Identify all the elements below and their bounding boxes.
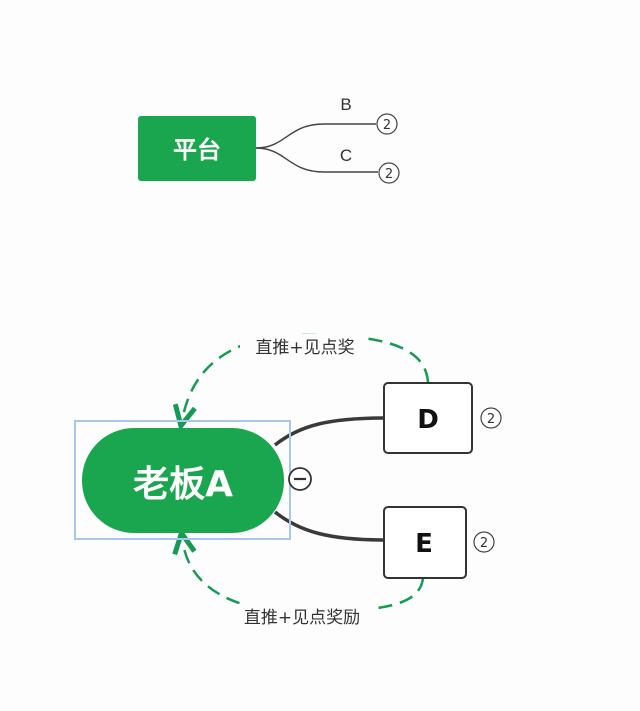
relation-label-d[interactable]: 直推+见点奖 (255, 338, 354, 358)
child-node-d[interactable] (383, 382, 473, 454)
connector-b (255, 123, 376, 149)
child-node-e-label: E (415, 529, 433, 559)
connector-e (273, 510, 386, 542)
branch-c-count: 2 (385, 167, 393, 182)
root-node-platform[interactable] (138, 116, 256, 181)
child-node-d-label: D (417, 405, 439, 435)
child-e-count: 2 (480, 536, 488, 551)
bottom-tree: 直推+见点奖 直推+见点奖励 老板A D 2 E 2 (74, 333, 502, 628)
relation-label-d-bg (240, 334, 368, 358)
branch-c-label[interactable]: C (340, 146, 352, 165)
branch-c-count-badge[interactable]: 2 (378, 162, 400, 184)
child-e-count-badge[interactable]: 2 (473, 531, 495, 553)
branch-b-count: 2 (383, 118, 391, 133)
child-d-count: 2 (487, 412, 495, 427)
branch-b-count-badge[interactable]: 2 (376, 113, 398, 135)
collapse-toggle[interactable] (288, 467, 312, 491)
child-d-count-badge[interactable]: 2 (480, 407, 502, 429)
root-node-boss-a-label: 老板A (133, 464, 233, 505)
branch-b-label[interactable]: B (340, 95, 351, 114)
root-node-platform-label: 平台 (173, 136, 221, 164)
connector-d (273, 416, 386, 447)
top-tree: 平台 B C 2 2 (138, 95, 400, 184)
connector-c (255, 147, 378, 173)
child-node-e[interactable] (383, 506, 467, 579)
root-node-boss-a[interactable] (82, 428, 284, 533)
relation-label-e-bg (226, 604, 378, 628)
relation-label-e[interactable]: 直推+见点奖励 (244, 608, 360, 628)
